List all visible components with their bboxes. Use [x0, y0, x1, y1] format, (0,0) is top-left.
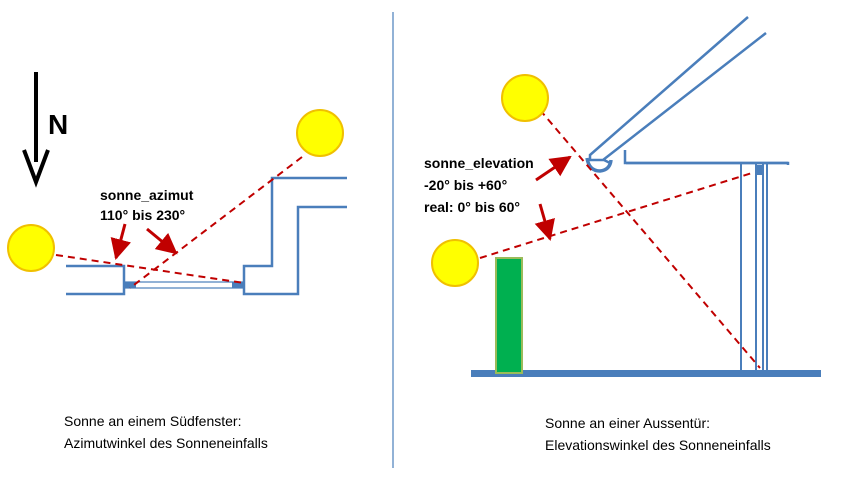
south-window [123, 281, 245, 289]
elevation-variable-label: sonne_elevation [424, 155, 534, 171]
elevation-real-range-label: real: 0° bis 60° [424, 199, 520, 215]
annotation-pointer [535, 155, 572, 182]
window-wall [66, 176, 347, 296]
person-obstacle [495, 257, 523, 374]
left-caption-line1: Sonne an einem Südfenster: [64, 413, 241, 429]
sun-ray-east [55, 254, 245, 284]
annotation-pointer [146, 227, 178, 255]
annotation-pointer [534, 203, 555, 242]
left-caption-line2: Azimutwinkel des Sonneneinfalls [64, 435, 268, 451]
sun-icon [296, 109, 344, 157]
sun-ray-west [129, 156, 303, 289]
left-panel-azimuth: N sonne_azimut 110° bis 230° Sonne an ei… [7, 72, 347, 451]
floor [471, 370, 821, 377]
elevation-range-label: -20° bis +60° [424, 177, 507, 193]
azimuth-range-label: 110° bis 230° [100, 207, 185, 223]
sun-icon [501, 74, 549, 122]
sun-icon [431, 239, 479, 287]
right-panel-elevation: sonne_elevation -20° bis +60° real: 0° b… [424, 16, 821, 453]
canopy-gutter-icon [585, 157, 613, 173]
north-label: N [48, 109, 68, 140]
door-frame-top [756, 165, 762, 175]
right-caption-line2: Elevationswinkel des Sonneneinfalls [545, 437, 771, 453]
sun-icon [7, 224, 55, 272]
sun-ray-low [479, 172, 753, 259]
outer-door [740, 163, 768, 370]
right-caption-line1: Sonne an einer Aussentür: [545, 415, 710, 431]
azimuth-variable-label: sonne_azimut [100, 187, 194, 203]
door-canopy [588, 16, 767, 165]
north-arrow-icon [22, 72, 50, 188]
annotation-pointer [110, 223, 131, 261]
sun-ray-high [539, 109, 761, 369]
